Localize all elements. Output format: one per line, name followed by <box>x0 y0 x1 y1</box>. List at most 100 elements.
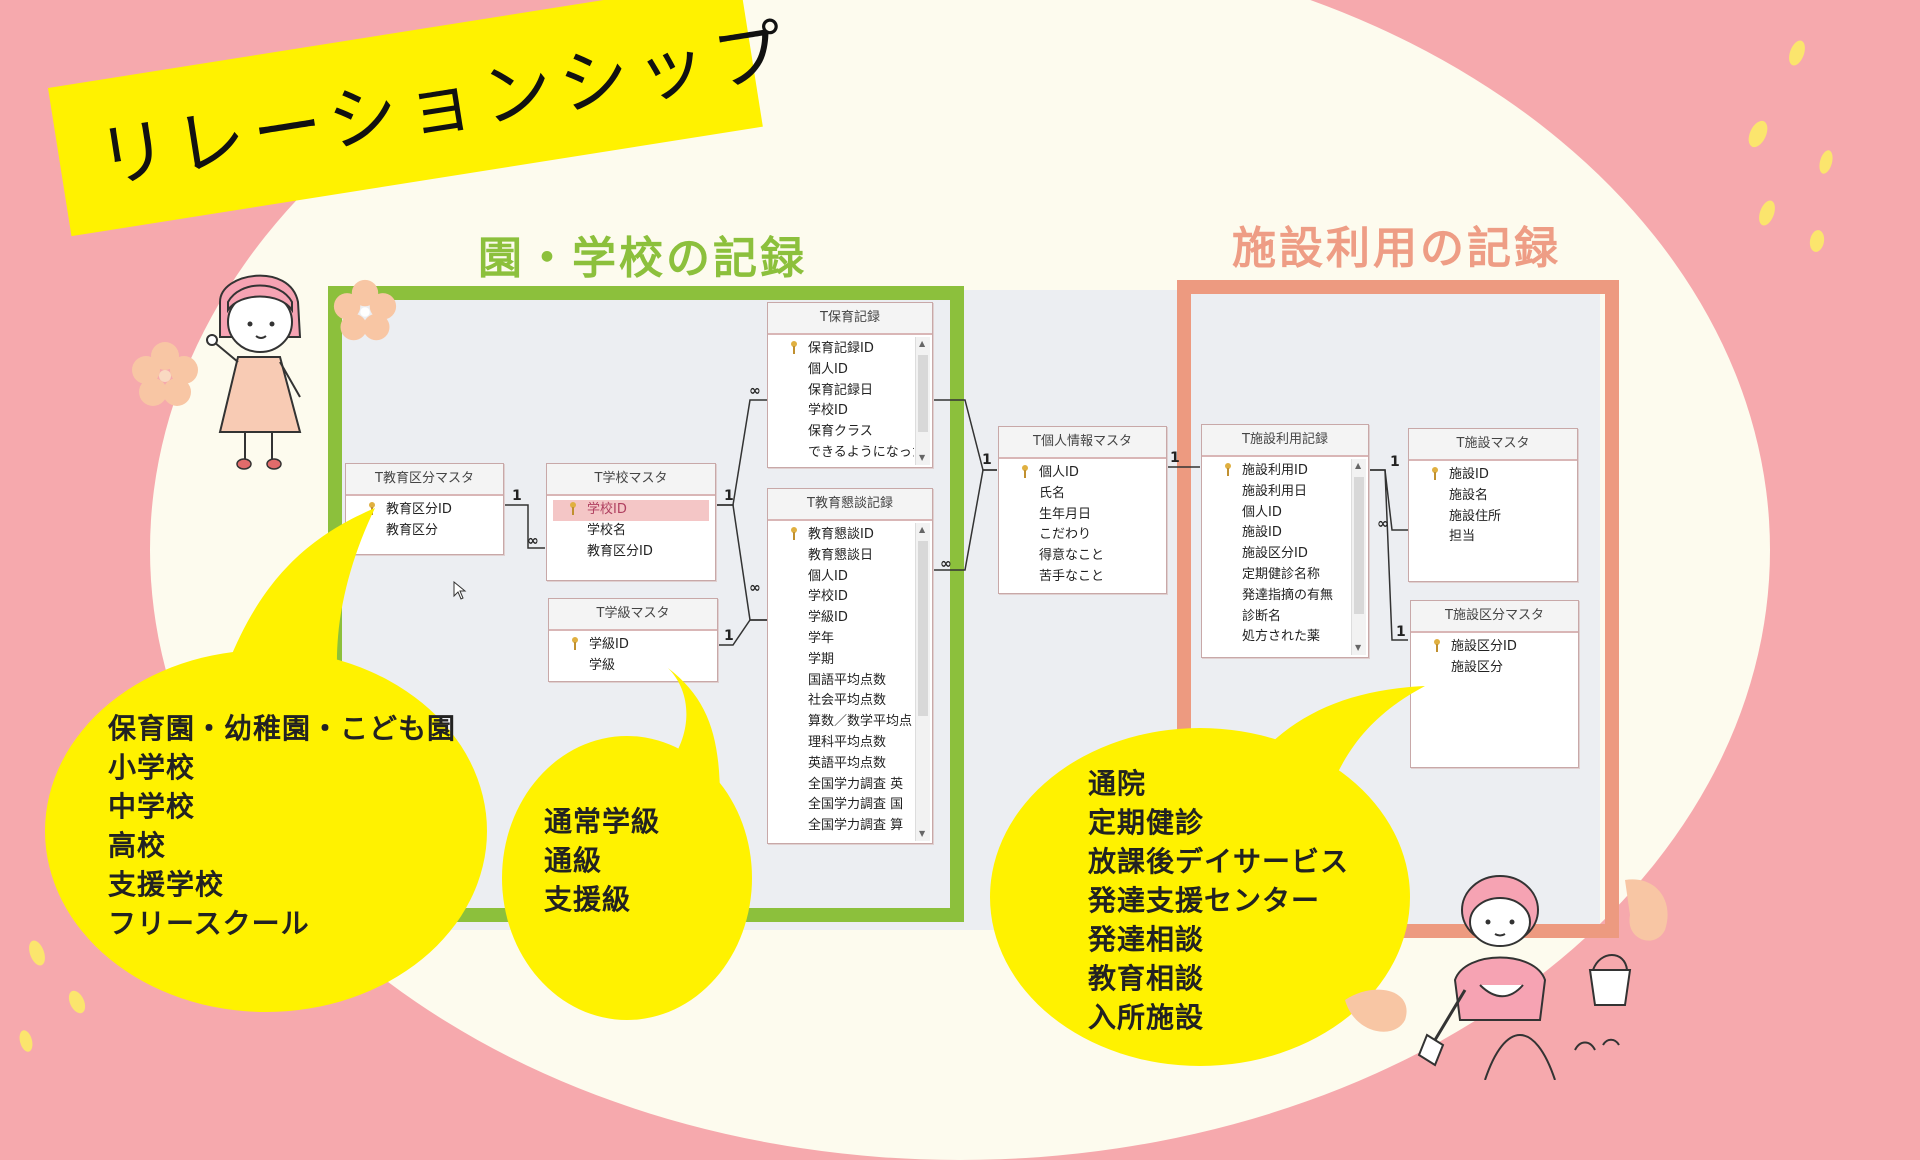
cardinality-one: 1 <box>512 488 522 504</box>
table-field[interactable]: 個人ID <box>808 568 848 584</box>
table-title: T教育懇談記録 <box>768 489 932 521</box>
table-field[interactable]: 担当 <box>1449 529 1476 545</box>
table-gakko-master[interactable]: T学校マスタ 学校ID 学校名 教育区分ID <box>546 463 716 581</box>
section-title-school: 園・学校の記録 <box>478 233 807 284</box>
table-field[interactable]: 理科平均点数 <box>808 734 887 750</box>
table-field[interactable]: 個人ID <box>999 463 1166 484</box>
list-item: 入所施設 <box>1088 1001 1205 1034</box>
primary-key-icon <box>572 637 578 650</box>
list-item: 放課後デイサービス <box>1088 845 1350 878</box>
table-field[interactable]: 全国学力調査 算 <box>808 818 904 834</box>
facility-types-bubble <box>990 728 1410 1066</box>
table-field-selected[interactable]: 学校ID <box>553 500 709 521</box>
table-title: T学級マスタ <box>549 599 717 631</box>
table-field[interactable]: 施設住所 <box>1449 508 1502 524</box>
list-item: 高校 <box>108 829 167 862</box>
table-shisetsu-kubun-master[interactable]: T施設区分マスタ 施設区分ID 施設区分 <box>1410 600 1579 768</box>
table-field[interactable]: 全国学力調査 国 <box>808 797 904 813</box>
list-item: 発達支援センター <box>1088 884 1321 917</box>
primary-key-icon <box>791 527 797 540</box>
table-field[interactable]: 学校ID <box>808 403 848 419</box>
table-field[interactable]: 診断名 <box>1242 608 1282 624</box>
table-field[interactable]: 国語平均点数 <box>808 672 887 688</box>
table-field[interactable]: 発達指摘の有無 <box>1242 587 1334 603</box>
cardinality-many: ∞ <box>940 556 952 572</box>
table-field[interactable]: 学年 <box>808 630 835 646</box>
table-title: T学校マスタ <box>547 464 715 496</box>
table-shisetsu-master[interactable]: T施設マスタ 施設ID 施設名 施設住所 担当 <box>1408 428 1578 582</box>
table-field[interactable]: 施設区分 <box>1451 659 1504 675</box>
primary-key-icon <box>1022 465 1028 478</box>
table-field[interactable]: 教育区分ID <box>587 543 653 559</box>
list-item: 支援学校 <box>108 868 225 901</box>
list-item: 保育園・幼稚園・こども園 <box>108 712 457 745</box>
list-item: フリースクール <box>108 907 310 940</box>
table-gakkyu-master[interactable]: T学級マスタ 学級ID 学級 <box>548 598 718 682</box>
table-field[interactable]: 施設利用ID <box>1202 461 1368 482</box>
cardinality-one: 1 <box>1396 624 1406 640</box>
table-field[interactable]: 得意なこと <box>1039 548 1105 564</box>
table-field[interactable]: 苦手なこと <box>1039 568 1105 584</box>
relation-line <box>932 469 997 571</box>
table-field[interactable]: 学校名 <box>587 522 627 538</box>
list-item: 支援級 <box>544 883 632 916</box>
table-field[interactable]: 施設利用日 <box>1242 483 1308 499</box>
table-field[interactable]: 英語平均点数 <box>808 755 887 771</box>
table-shisetsu-riyo-record[interactable]: T施設利用記録 施設利用ID 施設利用日 個人ID 施設ID 施設区分ID 定期… <box>1201 424 1369 658</box>
relationship-lines: 1 ∞ 1 ∞ ∞ 1 1 ∞ 1 1 ∞ 1 <box>504 383 1408 646</box>
table-field[interactable]: 処方された薬 <box>1242 629 1321 645</box>
table-field[interactable]: 教育懇談日 <box>808 547 874 563</box>
table-scrollbar[interactable]: ▲▼ <box>915 523 930 841</box>
primary-key-icon <box>791 341 797 354</box>
table-kyoiku-kubun-master[interactable]: T教育区分マスタ 教育区分ID 教育区分 <box>345 463 504 555</box>
table-field[interactable]: 生年月日 <box>1039 506 1092 522</box>
table-field[interactable]: 施設名 <box>1449 487 1489 503</box>
table-scrollbar[interactable]: ▲▼ <box>1351 459 1366 655</box>
table-field[interactable]: 保育クラス <box>808 424 873 440</box>
table-field[interactable]: 氏名 <box>1039 485 1066 501</box>
table-kyoiku-kondan-record[interactable]: T教育懇談記録 教育懇談ID 教育懇談日 個人ID 学校ID 学級ID 学年 学… <box>767 488 933 844</box>
table-field[interactable]: 個人ID <box>808 361 848 377</box>
list-item: 定期健診 <box>1088 806 1205 839</box>
list-item: 通級 <box>544 844 603 877</box>
relation-line <box>504 504 545 549</box>
list-item: 教育相談 <box>1088 962 1205 995</box>
table-field[interactable]: 社会平均点数 <box>808 693 887 709</box>
table-field[interactable]: 学校ID <box>808 589 848 605</box>
table-field[interactable]: 全国学力調査 英 <box>808 776 904 792</box>
cardinality-many: ∞ <box>749 383 761 399</box>
list-item: 通院 <box>1088 767 1147 800</box>
table-field[interactable]: 学級 <box>589 657 616 673</box>
cardinality-one: 1 <box>724 488 734 504</box>
table-field[interactable]: 個人ID <box>1242 504 1282 520</box>
table-field[interactable]: 定期健診名称 <box>1242 566 1321 582</box>
table-hoiku-record[interactable]: T保育記録 保育記録ID 個人ID 保育記録日 学校ID 保育クラス できるよう… <box>767 302 933 468</box>
table-field[interactable]: 施設区分ID <box>1242 546 1308 562</box>
table-field[interactable]: 学級ID <box>808 610 848 626</box>
flower-icon <box>333 279 397 341</box>
table-field[interactable]: 学期 <box>808 651 835 667</box>
table-field[interactable]: 施設ID <box>1242 525 1282 541</box>
table-field[interactable]: 学級ID <box>549 635 717 656</box>
table-field[interactable]: こだわり <box>1039 527 1092 543</box>
section-title-facility: 施設利用の記録 <box>1232 223 1561 274</box>
table-field[interactable]: 算数／数学平均点 <box>808 714 913 730</box>
table-title: T施設区分マスタ <box>1411 601 1578 633</box>
table-field[interactable]: 保育記録ID <box>768 339 932 360</box>
cardinality-many: ∞ <box>527 533 539 549</box>
table-field[interactable]: 教育区分 <box>386 522 439 538</box>
table-title: T保育記録 <box>768 303 932 335</box>
table-title: T施設利用記録 <box>1202 425 1368 457</box>
child-sandbox-illustration <box>1345 875 1668 1080</box>
table-field[interactable]: できるようになったこ <box>808 444 914 460</box>
table-field[interactable]: 教育懇談ID <box>768 525 932 546</box>
table-field[interactable]: 施設ID <box>1409 465 1577 486</box>
relation-line <box>718 619 767 646</box>
list-item: 中学校 <box>108 790 196 823</box>
table-field[interactable]: 保育記録日 <box>808 382 874 398</box>
class-types-bubble <box>502 736 752 1020</box>
table-field[interactable]: 施設区分ID <box>1411 637 1578 658</box>
table-title: T施設マスタ <box>1409 429 1577 461</box>
table-scrollbar[interactable]: ▲▼ <box>915 337 930 465</box>
table-kojin-joho-master[interactable]: T個人情報マスタ 個人ID 氏名 生年月日 こだわり 得意なこと 苦手なこと <box>998 426 1167 594</box>
